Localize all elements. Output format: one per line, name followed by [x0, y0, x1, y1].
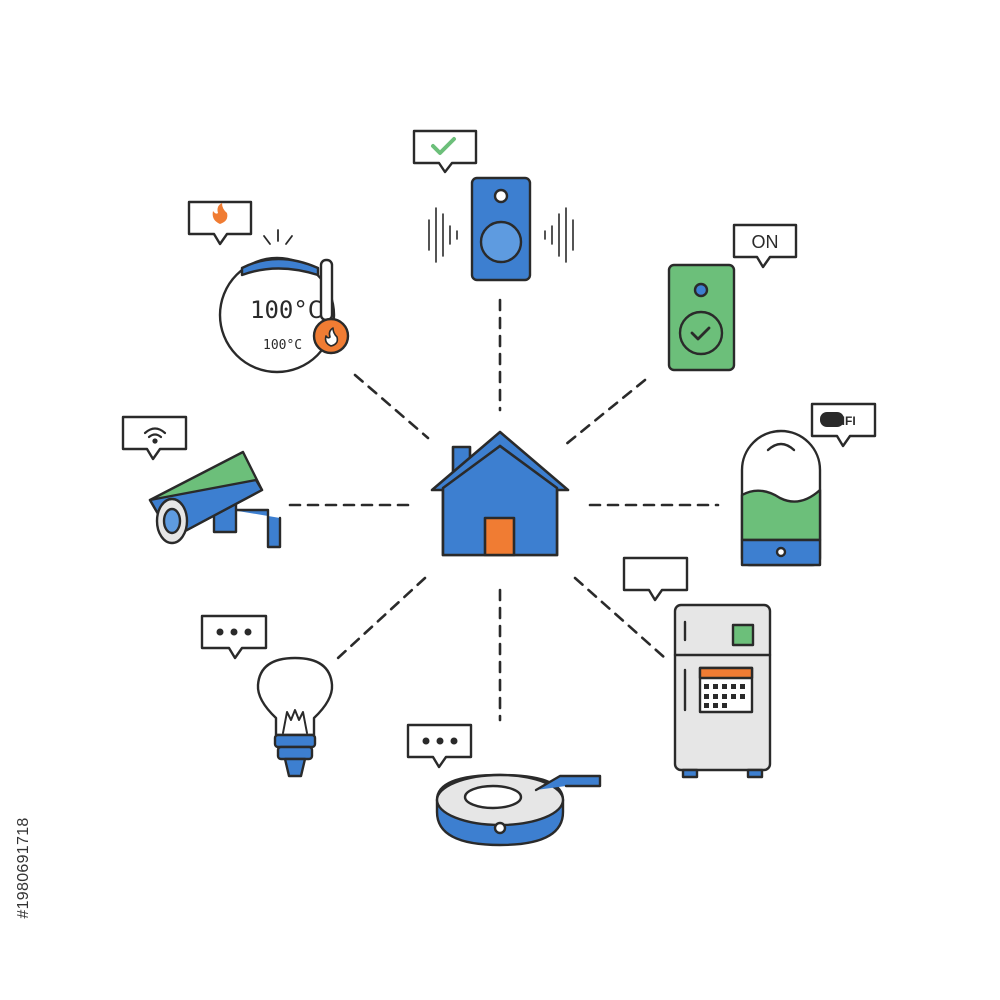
robot-vacuum-icon: [406, 723, 602, 847]
light-bulb-icon: [200, 614, 334, 778]
fridge-icon: [622, 556, 772, 779]
security-camera-icon: [121, 415, 282, 549]
plug-bubble: [732, 223, 798, 269]
stock-id-label: #1980691718: [4, 0, 44, 1000]
vacuum-bubble: [406, 723, 473, 769]
connector-smart-plug: [563, 378, 647, 447]
camera-bubble: [121, 415, 188, 461]
speaker-bubble: [412, 129, 478, 174]
connector-thermostat: [353, 373, 430, 440]
plug-bubble-text: ON: [752, 232, 779, 252]
thermostat-display-main: 100°C: [250, 296, 322, 324]
purifier-bubble-text: WIFI: [830, 414, 855, 428]
speaker-icon: [412, 129, 574, 282]
thermostat-icon: 100°C 100°C: [187, 200, 350, 374]
bulb-bubble: [200, 614, 268, 660]
connector-fridge: [573, 576, 667, 660]
smart-plug-icon: ON: [667, 223, 798, 372]
flame-icon: [212, 203, 228, 224]
stock-id-text: #1980691718: [15, 817, 32, 919]
thermostat-flame: [324, 327, 339, 347]
wifi-icon: [143, 427, 167, 444]
check-icon: [431, 137, 456, 155]
thermostat-display-sub: 100°C: [263, 338, 302, 353]
air-purifier-icon: WIFI: [740, 402, 877, 567]
connectors: [288, 298, 720, 722]
fridge-bubble: [622, 556, 689, 602]
home-icon: [430, 430, 570, 557]
connector-bulb: [336, 576, 427, 660]
